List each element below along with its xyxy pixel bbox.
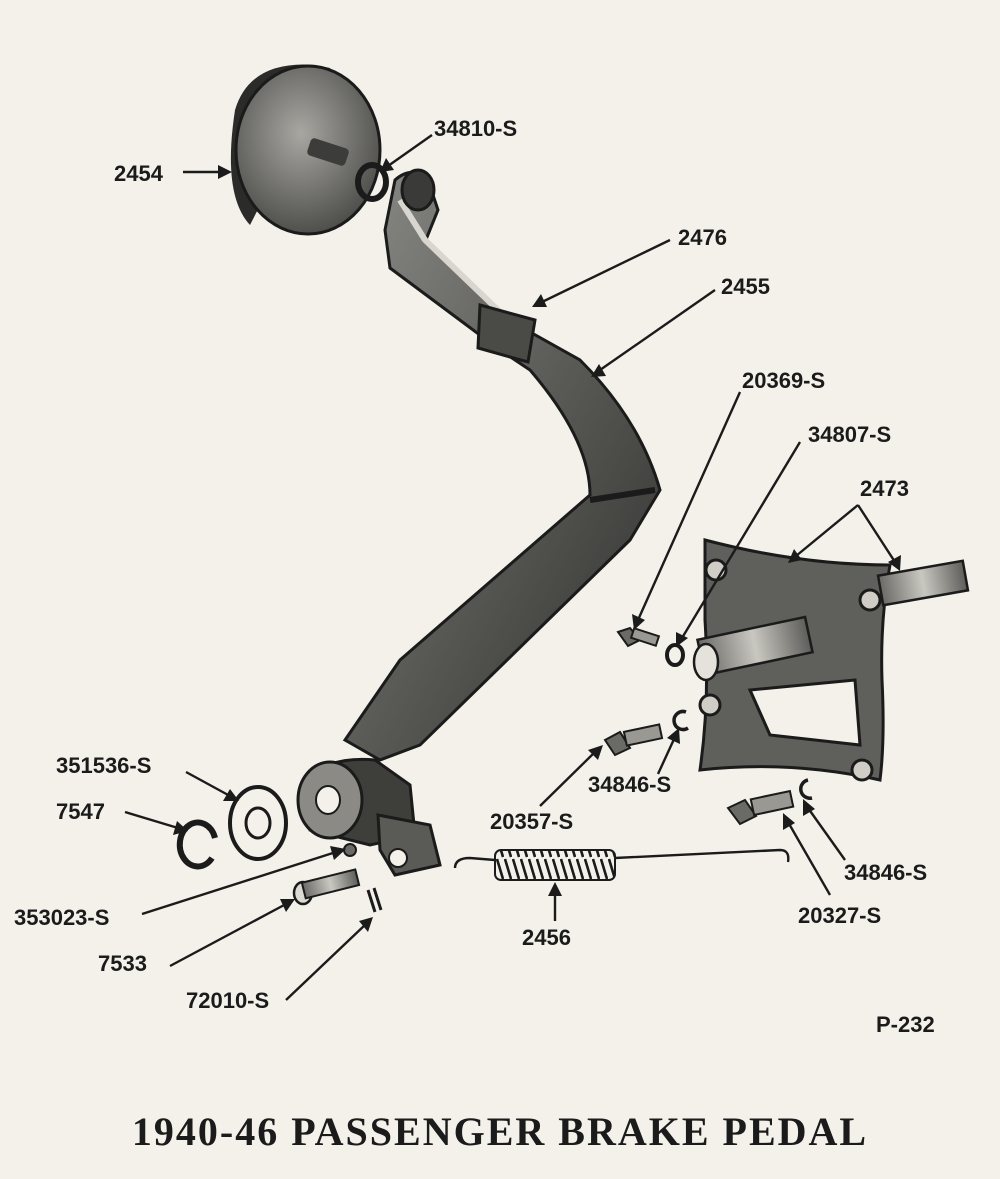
bolt-20357-s xyxy=(603,723,664,757)
bolt-20369-s xyxy=(616,626,661,648)
diagram-title: 1940-46 PASSENGER BRAKE PEDAL xyxy=(131,1109,869,1154)
label-351536-s: 351536-S xyxy=(56,753,151,778)
label-20327-s: 20327-S xyxy=(798,903,881,928)
label-34846-s-lower: 34846-S xyxy=(844,860,927,885)
label-34810-s: 34810-S xyxy=(434,116,517,141)
bolt-20327-s xyxy=(726,789,795,826)
clip-34846-s-upper xyxy=(672,709,689,732)
label-2473: 2473 xyxy=(860,476,909,501)
brake-pedal-pad xyxy=(230,64,382,236)
page-code: P-232 xyxy=(876,1012,935,1037)
pedal-hub xyxy=(296,757,442,877)
label-7547: 7547 xyxy=(56,799,105,824)
label-34846-s-upper: 34846-S xyxy=(588,772,671,797)
pedal-sleeve xyxy=(476,303,537,364)
label-2476: 2476 xyxy=(678,225,727,250)
clevis-pin-7533 xyxy=(292,868,361,906)
lockwasher-34807-s xyxy=(665,643,685,667)
mounting-bracket xyxy=(692,538,970,782)
label-2454: 2454 xyxy=(114,161,164,186)
label-34807-s: 34807-S xyxy=(808,422,891,447)
label-7533: 7533 xyxy=(98,951,147,976)
small-hardware xyxy=(176,626,813,913)
clip-7547 xyxy=(176,819,218,870)
pad-washer xyxy=(355,162,389,202)
grease-fitting-353023-s xyxy=(343,843,357,857)
label-2455: 2455 xyxy=(721,274,770,299)
label-20369-s: 20369-S xyxy=(742,368,825,393)
label-2456: 2456 xyxy=(522,925,571,950)
stop-shaft xyxy=(876,559,970,607)
label-353023-s: 353023-S xyxy=(14,905,109,930)
clip-34846-s-lower xyxy=(799,778,813,800)
cotter-pin-72010-s xyxy=(366,887,383,913)
callout-leaders xyxy=(124,134,901,1001)
return-spring xyxy=(453,848,790,881)
label-20357-s: 20357-S xyxy=(490,809,573,834)
label-72010-s: 72010-S xyxy=(186,988,269,1013)
brake-pedal-arm xyxy=(342,168,662,762)
